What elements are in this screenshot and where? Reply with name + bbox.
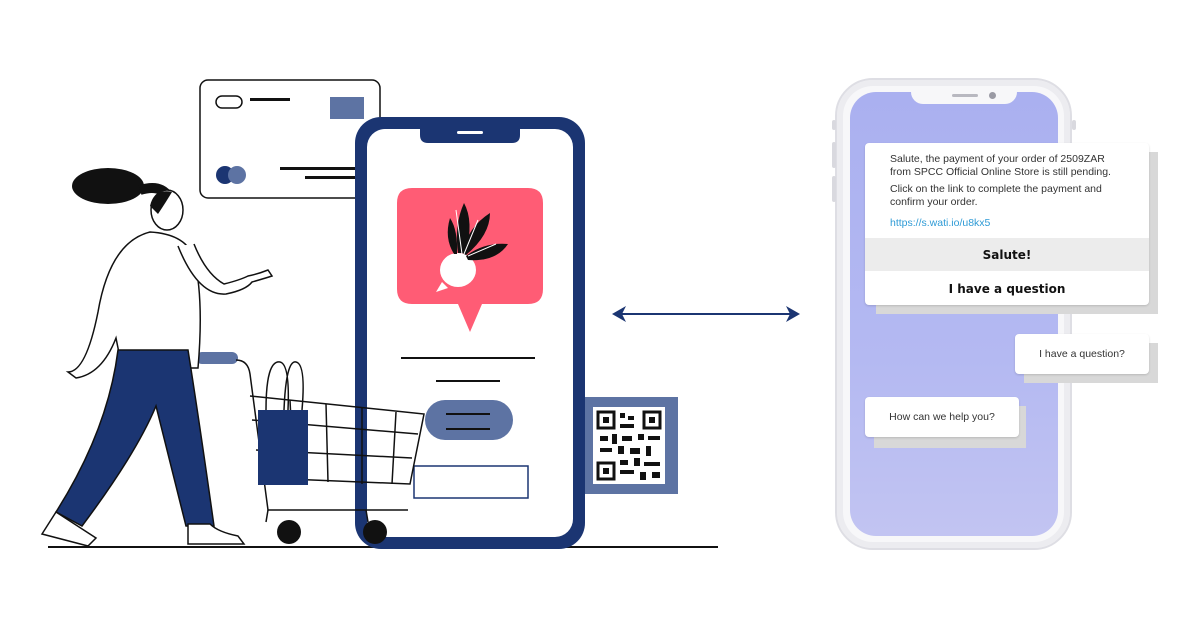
credit-card-icon: [199, 79, 381, 199]
message-line-3: Click on the link to complete the paymen…: [890, 183, 1102, 195]
qr-code-icon: [585, 397, 678, 494]
message-card: Salute, the payment of your order of 250…: [865, 143, 1149, 305]
quick-reply-question[interactable]: I have a question: [865, 273, 1149, 305]
quick-reply-question-label: I have a question: [948, 282, 1066, 296]
phone-notch: [911, 90, 1017, 104]
shopping-cart-icon: [196, 352, 425, 523]
quick-reply-salute[interactable]: Salute!: [865, 238, 1149, 271]
quick-reply-salute-label: Salute!: [982, 248, 1032, 262]
user-reply-text: I have a question?: [1039, 348, 1125, 360]
radish-icon: [436, 203, 508, 292]
message-line-4: confirm your order.: [890, 196, 978, 208]
payment-phone-illustration: [355, 117, 585, 549]
bot-reply-bubble: How can we help you?: [865, 397, 1019, 437]
speaker-icon: [952, 94, 978, 97]
woman-illustration: [40, 168, 274, 547]
message-line-1: Salute, the payment of your order of 250…: [890, 153, 1105, 165]
camera-icon: [989, 92, 996, 99]
payment-link[interactable]: https://s.wati.io/u8kx5: [890, 217, 991, 229]
double-arrow-icon: [612, 306, 800, 322]
user-reply-bubble: I have a question?: [1015, 334, 1149, 374]
bot-reply-text: How can we help you?: [889, 411, 995, 423]
message-line-2: from SPCC Official Online Store is still…: [890, 166, 1111, 178]
